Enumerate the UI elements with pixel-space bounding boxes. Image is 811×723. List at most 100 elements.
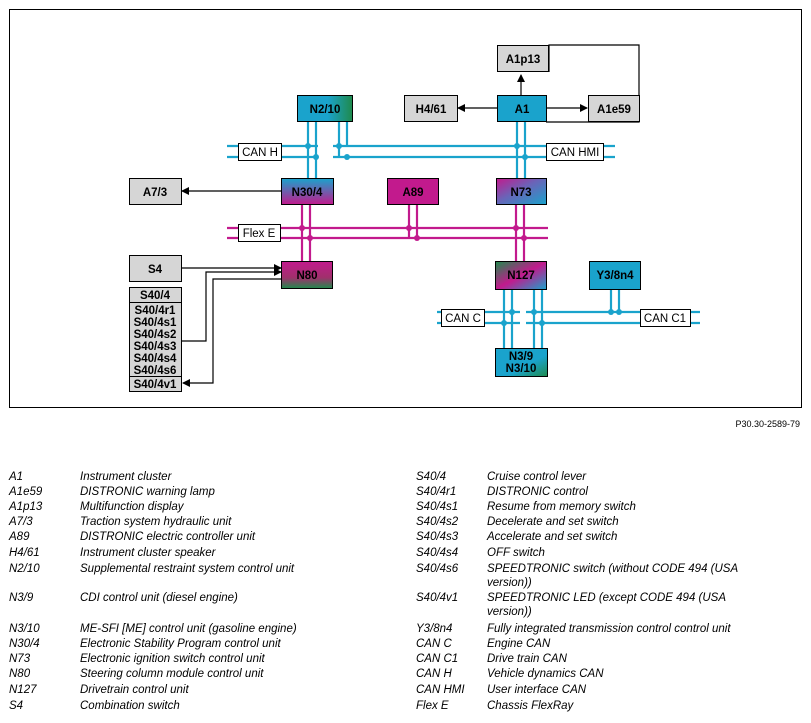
legend-right-description: Drive train CAN	[487, 653, 567, 665]
node-s40-4s6-label: S40/4s6	[134, 365, 177, 377]
bus-label-flex-e: Flex E	[238, 224, 281, 242]
node-a89: A89	[387, 178, 439, 205]
legend-left-code: A1	[9, 471, 24, 483]
legend-left-description: Electronic ignition switch control unit	[80, 653, 265, 665]
legend-left-code: N3/10	[9, 623, 40, 635]
node-n127: N127	[495, 261, 547, 290]
legend-right-code: S40/4s4	[416, 547, 459, 559]
legend-right-code: S40/4s2	[416, 516, 459, 528]
legend-left-description: Traction system hydraulic unit	[80, 516, 232, 528]
legend-right-code: S40/4r1	[416, 486, 457, 498]
node-s4-label: S4	[148, 264, 163, 276]
legend-right-code: S40/4v1	[416, 592, 459, 604]
node-a1-label: A1	[515, 104, 530, 116]
figure-reference: P30.30-2589-79	[735, 419, 800, 429]
node-n3-9-label: N3/9	[509, 351, 533, 363]
legend-left-code: N2/10	[9, 563, 40, 575]
legend-right-description: DISTRONIC control	[487, 486, 588, 498]
node-a1e59: A1e59	[588, 95, 640, 122]
legend-left-code: A7/3	[9, 516, 33, 528]
legend-left-description: Multifunction display	[80, 501, 184, 513]
node-n80-label: N80	[296, 270, 317, 282]
legend-right-description: Fully integrated transmission control co…	[487, 623, 731, 635]
legend-right-code: CAN HMI	[416, 684, 465, 696]
legend-left-code: N3/9	[9, 592, 34, 604]
node-n73-label: N73	[510, 187, 531, 199]
legend-left-description: DISTRONIC warning lamp	[80, 486, 215, 498]
bus-label-can-c1: CAN C1	[640, 309, 691, 327]
legend-left-code: H4/61	[9, 547, 40, 559]
legend-right-description: Decelerate and set switch	[487, 516, 619, 528]
node-y3-8n4-label: Y3/8n4	[596, 270, 634, 282]
legend-left-description: Steering column module control unit	[80, 668, 264, 680]
node-s4: S4	[129, 255, 182, 282]
legend-left-description: CDI control unit (diesel engine)	[80, 592, 238, 604]
node-a1p13-label: A1p13	[506, 54, 541, 66]
node-h4-61-label: H4/61	[416, 104, 447, 116]
node-a1e59-label: A1e59	[597, 104, 631, 116]
node-n3-10-label: N3/10	[506, 363, 537, 375]
legend-right-description: Engine CAN	[487, 638, 551, 650]
legend-left-description: DISTRONIC electric controller unit	[80, 531, 256, 543]
node-s40-group: S40/4 S40/4r1 S40/4s1 S40/4s2 S40/4s3 S4…	[129, 287, 182, 392]
bus-label-can-c1-text: CAN C1	[644, 313, 686, 325]
legend-right-description: SPEEDTRONIC LED (except CODE 494 (USA ve…	[487, 592, 726, 618]
bus-label-can-h-text: CAN H	[242, 147, 278, 159]
legend-right-code: S40/4s1	[416, 501, 459, 513]
node-y3-8n4: Y3/8n4	[589, 261, 641, 290]
node-n30-4-label: N30/4	[292, 187, 323, 199]
legend-right-code: S40/4s3	[416, 531, 459, 543]
legend-right-code: CAN C	[416, 638, 452, 650]
legend-left-description: Drivetrain control unit	[80, 684, 189, 696]
legend-right-code: Y3/8n4	[416, 623, 453, 635]
can-c1-junctions	[531, 309, 622, 326]
node-a7-3: A7/3	[129, 178, 182, 205]
legend-left-code: A1e59	[9, 486, 43, 498]
node-s40-4v1-label: S40/4v1	[134, 379, 177, 391]
legend-left-description: Electronic Stability Program control uni…	[80, 638, 281, 650]
node-a7-3-label: A7/3	[143, 187, 167, 199]
node-s40-4s2-label: S40/4s2	[134, 329, 177, 341]
legend-left-description: Instrument cluster	[80, 471, 172, 483]
node-h4-61: H4/61	[404, 95, 458, 122]
legend-left-code: N80	[9, 668, 31, 680]
legend-left-code: N73	[9, 653, 31, 665]
legend-left-description: Combination switch	[80, 700, 180, 712]
legend-left-description: Supplemental restraint system control un…	[80, 563, 295, 575]
node-n127-label: N127	[507, 270, 535, 282]
network-diagram: A1p13 H4/61 A1 A1e59 N2/10 A7/3 N30/4 A8…	[9, 9, 802, 408]
node-a1p13: A1p13	[497, 45, 549, 72]
node-n2-10-label: N2/10	[310, 104, 341, 116]
legend-right-description: Accelerate and set switch	[487, 531, 618, 543]
legend-right-code: Flex E	[416, 700, 449, 712]
legend-right-code: S40/4	[416, 471, 447, 483]
legend-left-code: N127	[9, 684, 37, 696]
bus-label-can-hmi: CAN HMI	[546, 143, 604, 161]
legend-left-description: ME-SFI [ME] control unit (gasoline engin…	[80, 623, 297, 635]
diagram-frame	[9, 9, 802, 408]
can-h-junctions	[305, 143, 528, 160]
legend-right-description: SPEEDTRONIC switch (without CODE 494 (US…	[487, 563, 738, 589]
node-s40-4r1-label: S40/4r1	[135, 305, 177, 317]
bus-label-can-hmi-text: CAN HMI	[551, 147, 600, 159]
legend-right-description: OFF switch	[487, 547, 545, 559]
node-n30-4: N30/4	[281, 178, 334, 205]
legend-right-code: CAN H	[416, 668, 452, 680]
legend-right-description: Chassis FlexRay	[487, 700, 574, 712]
legend-left-code: A89	[9, 531, 30, 543]
node-n2-10: N2/10	[297, 95, 353, 122]
legend-left-code: S4	[9, 700, 24, 712]
bus-label-can-c-text: CAN C	[445, 313, 481, 325]
bus-label-can-c: CAN C	[441, 309, 485, 327]
legend-left-code: N30/4	[9, 638, 40, 650]
node-a1: A1	[497, 95, 547, 122]
flex-e-junctions	[299, 225, 527, 241]
node-s40-4s4-label: S40/4s4	[134, 353, 177, 365]
node-s40-4s3-label: S40/4s3	[134, 341, 177, 353]
legend-right-code: S40/4s6	[416, 563, 459, 575]
legend-right-description: User interface CAN	[487, 684, 587, 696]
legend-right-description: Vehicle dynamics CAN	[487, 668, 604, 680]
node-n73: N73	[496, 178, 547, 205]
legend-left-description: Instrument cluster speaker	[80, 547, 216, 559]
